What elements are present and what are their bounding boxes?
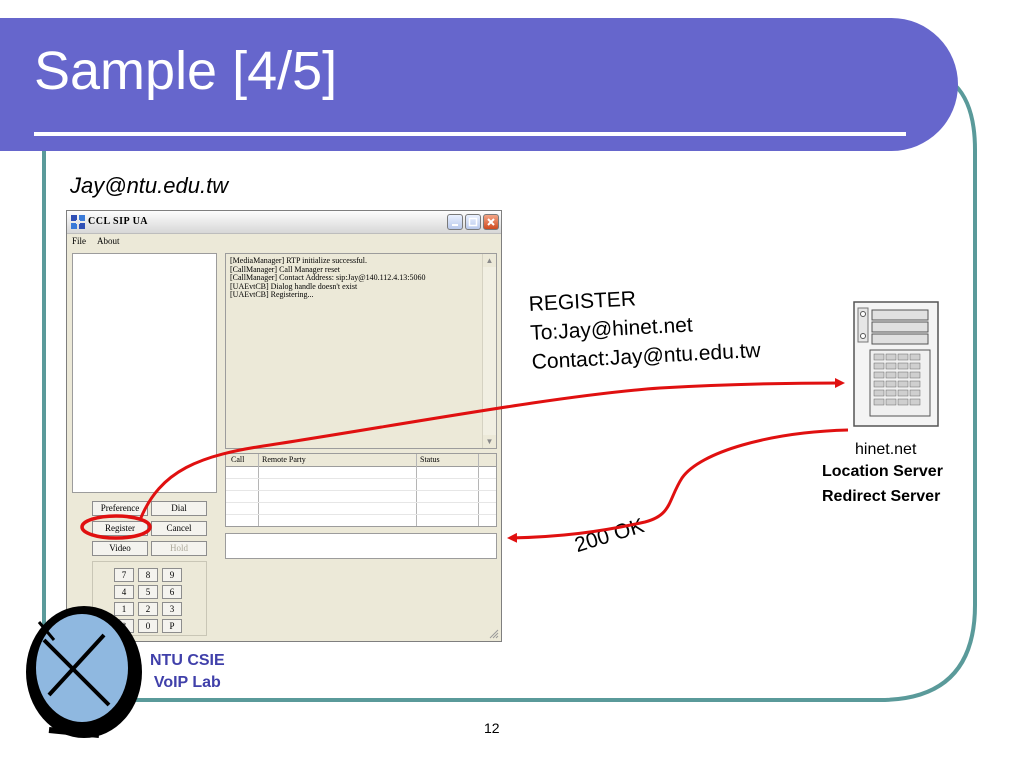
call-table-header: Call Remote Party Status (226, 454, 496, 467)
minimize-icon (452, 224, 458, 226)
page-number: 12 (484, 720, 500, 736)
caller-address: Jay@ntu.edu.tw (70, 173, 229, 198)
log-line: [UAEvtCB] Registering... (230, 290, 314, 300)
server-icon (853, 301, 939, 427)
cancel-button[interactable]: Cancel (151, 521, 207, 536)
register-highlight (80, 514, 152, 540)
title-bar (0, 18, 958, 151)
close-icon (487, 218, 495, 226)
lab-line-2: VoIP Lab (153, 674, 221, 691)
globe-logo-icon (26, 606, 142, 738)
menu-bar: File About (67, 234, 501, 248)
slide-title: Sample [4/5] (34, 41, 338, 101)
resize-grip-icon[interactable] (489, 629, 499, 639)
hold-button[interactable]: Hold (151, 541, 207, 556)
server-role-location: Location Server (822, 463, 943, 480)
contact-list-pane[interactable] (72, 253, 217, 493)
key-2[interactable]: 2 (138, 602, 158, 616)
key-3[interactable]: 3 (162, 602, 182, 616)
server-hostname: hinet.net (855, 441, 917, 458)
window-title: CCL SIP UA (88, 216, 149, 227)
log-lines: [MediaManager] RTP initialize successful… (230, 256, 480, 300)
register-arrow (138, 378, 845, 521)
ok-response-arrow (507, 428, 849, 543)
log-line: [CallManager] Call Manager reset (230, 264, 340, 274)
col-status: Status (420, 455, 440, 464)
window-titlebar[interactable]: CCL SIP UA (67, 211, 501, 234)
key-1[interactable]: 1 (114, 602, 134, 616)
sip-ua-window: CCL SIP UA File About [MediaManager] RTP… (66, 210, 502, 642)
key-7[interactable]: 7 (114, 568, 134, 582)
dial-button[interactable]: Dial (151, 501, 207, 516)
app-icon (71, 215, 85, 229)
scroll-down-icon[interactable]: ▼ (483, 435, 496, 448)
register-button[interactable]: Register (92, 521, 148, 536)
key-9[interactable]: 9 (162, 568, 182, 582)
video-button[interactable]: Video (92, 541, 148, 556)
message-input[interactable] (225, 533, 497, 559)
key-5[interactable]: 5 (138, 585, 158, 599)
lab-name: NTU CSIE VoIP Lab (150, 650, 225, 694)
close-button[interactable] (483, 214, 499, 230)
key-0[interactable]: 0 (138, 619, 158, 633)
log-line: [CallManager] Contact Address: sip:Jay@1… (230, 273, 426, 283)
lab-line-1: NTU CSIE (150, 652, 225, 669)
minimize-button[interactable] (447, 214, 463, 230)
key-8[interactable]: 8 (138, 568, 158, 582)
maximize-button[interactable] (465, 214, 481, 230)
key-4[interactable]: 4 (114, 585, 134, 599)
key-6[interactable]: 6 (162, 585, 182, 599)
log-scrollbar[interactable]: ▲ ▼ (482, 254, 496, 448)
col-remote-party: Remote Party (262, 455, 306, 464)
log-line: [MediaManager] RTP initialize successful… (230, 256, 367, 265)
menu-about[interactable]: About (97, 236, 120, 246)
dial-keypad: 7 8 9 4 5 6 1 2 3 * 0 P (92, 561, 207, 636)
scroll-up-icon[interactable]: ▲ (483, 254, 496, 267)
log-line: [UAEvtCB] Dialog handle doesn't exist (230, 281, 358, 291)
key-p[interactable]: P (162, 619, 182, 633)
server-role-redirect: Redirect Server (822, 488, 941, 505)
maximize-icon (468, 217, 478, 227)
title-underline (34, 132, 906, 136)
menu-file[interactable]: File (72, 236, 87, 246)
call-table[interactable]: Call Remote Party Status (225, 453, 497, 527)
col-call: Call (231, 455, 245, 464)
